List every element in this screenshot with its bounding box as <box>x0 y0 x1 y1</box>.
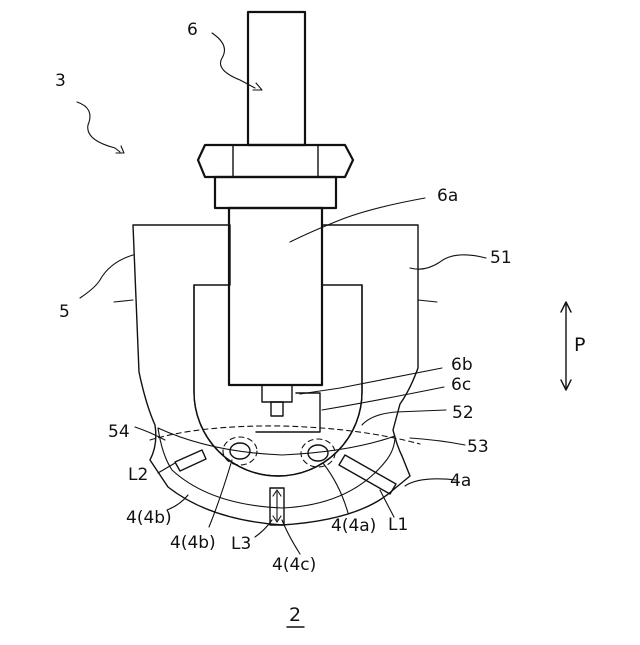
label-edge-right: 53 <box>467 437 489 457</box>
side-tick-left <box>114 300 133 302</box>
label-length-bottom: L3 <box>231 534 251 554</box>
pin-block <box>262 385 292 402</box>
figure-number: 2 <box>289 604 301 626</box>
label-direction: P <box>574 334 585 356</box>
label-holder: 5 <box>59 302 70 322</box>
rod-collar <box>215 177 336 208</box>
rod-body <box>229 208 322 385</box>
label-bracket: 6c <box>451 375 471 395</box>
holes <box>175 437 396 525</box>
channel-left <box>175 450 206 471</box>
side-tick-right <box>418 300 437 302</box>
pin-tip <box>271 402 283 416</box>
direction-arrow <box>561 302 571 390</box>
rod-assembly <box>198 12 353 432</box>
label-pin: 6b <box>451 355 473 375</box>
label-holder-block: 51 <box>490 248 512 268</box>
label-hole-right-inner: 4(4a) <box>331 516 376 536</box>
label-hole-bottom: 4(4c) <box>272 555 316 575</box>
labels: 6 3 6a 51 5 P 6b 6c 52 54 53 L2 4a 4(4b)… <box>55 20 585 627</box>
label-hole-right-outer: 4a <box>450 471 471 491</box>
label-rod-body: 6a <box>437 186 458 206</box>
label-assembly: 3 <box>55 71 66 91</box>
holder-body <box>133 225 418 525</box>
rod-shaft <box>248 12 305 145</box>
label-hole-left-outer: 4(4b) <box>126 508 172 528</box>
label-length-left: L2 <box>128 465 148 485</box>
label-cavity: 52 <box>452 403 474 423</box>
channel-right <box>339 455 396 494</box>
hex-nut <box>198 145 353 177</box>
label-rod: 6 <box>187 20 198 40</box>
label-hole-left-inner: 4(4b) <box>170 533 216 553</box>
label-edge-left: 54 <box>108 422 130 442</box>
label-length-right: L1 <box>388 515 408 535</box>
